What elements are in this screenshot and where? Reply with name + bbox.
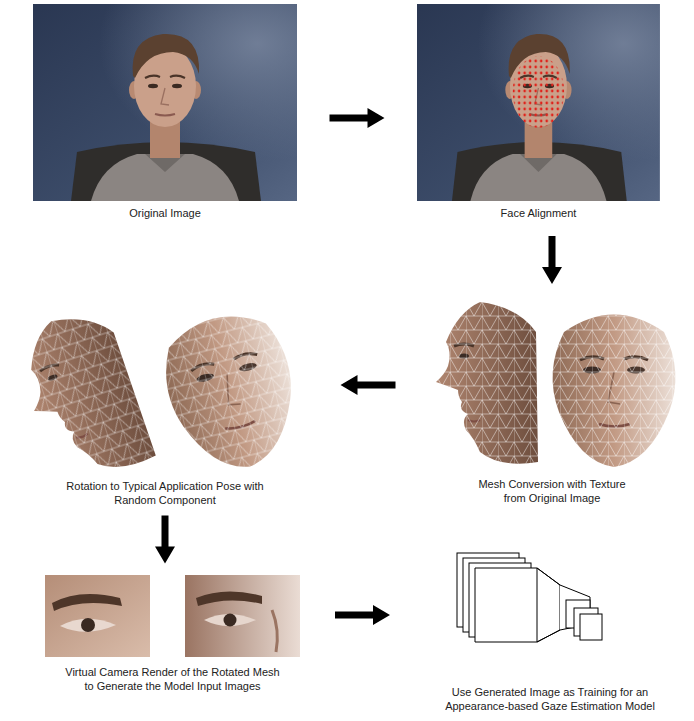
flow-arrow — [542, 236, 562, 284]
arrow-shape — [341, 375, 396, 395]
flow-arrow — [155, 516, 175, 564]
image-panel: Virtual Camera Render of the Rotated Mes… — [40, 572, 305, 693]
panel-caption: Face Alignment — [424, 206, 654, 220]
image-panel: Face Alignment — [417, 4, 660, 220]
flow-arrow — [335, 605, 390, 625]
image-panel: Mesh Conversion with Texture from Origin… — [418, 300, 686, 505]
panel-caption: Virtual Camera Render of the Rotated Mes… — [62, 665, 284, 693]
image-panel: Original Image — [33, 4, 297, 220]
arrow-shape — [335, 605, 390, 625]
arrow-shape — [542, 236, 562, 284]
arrow-shape — [155, 516, 175, 564]
image-panel: Use Generated Image as Training for an A… — [420, 548, 680, 713]
panel-caption: Rotation to Typical Application Pose wit… — [65, 479, 265, 507]
image-panel: Rotation to Typical Application Pose wit… — [12, 300, 318, 507]
flow-arrow — [330, 108, 385, 128]
panel-caption: Use Generated Image as Training for an A… — [443, 685, 658, 713]
arrow-shape — [330, 108, 385, 128]
panel-caption: Mesh Conversion with Texture from Origin… — [470, 477, 635, 505]
flow-arrow — [341, 375, 396, 395]
panel-caption: Original Image — [40, 206, 290, 220]
